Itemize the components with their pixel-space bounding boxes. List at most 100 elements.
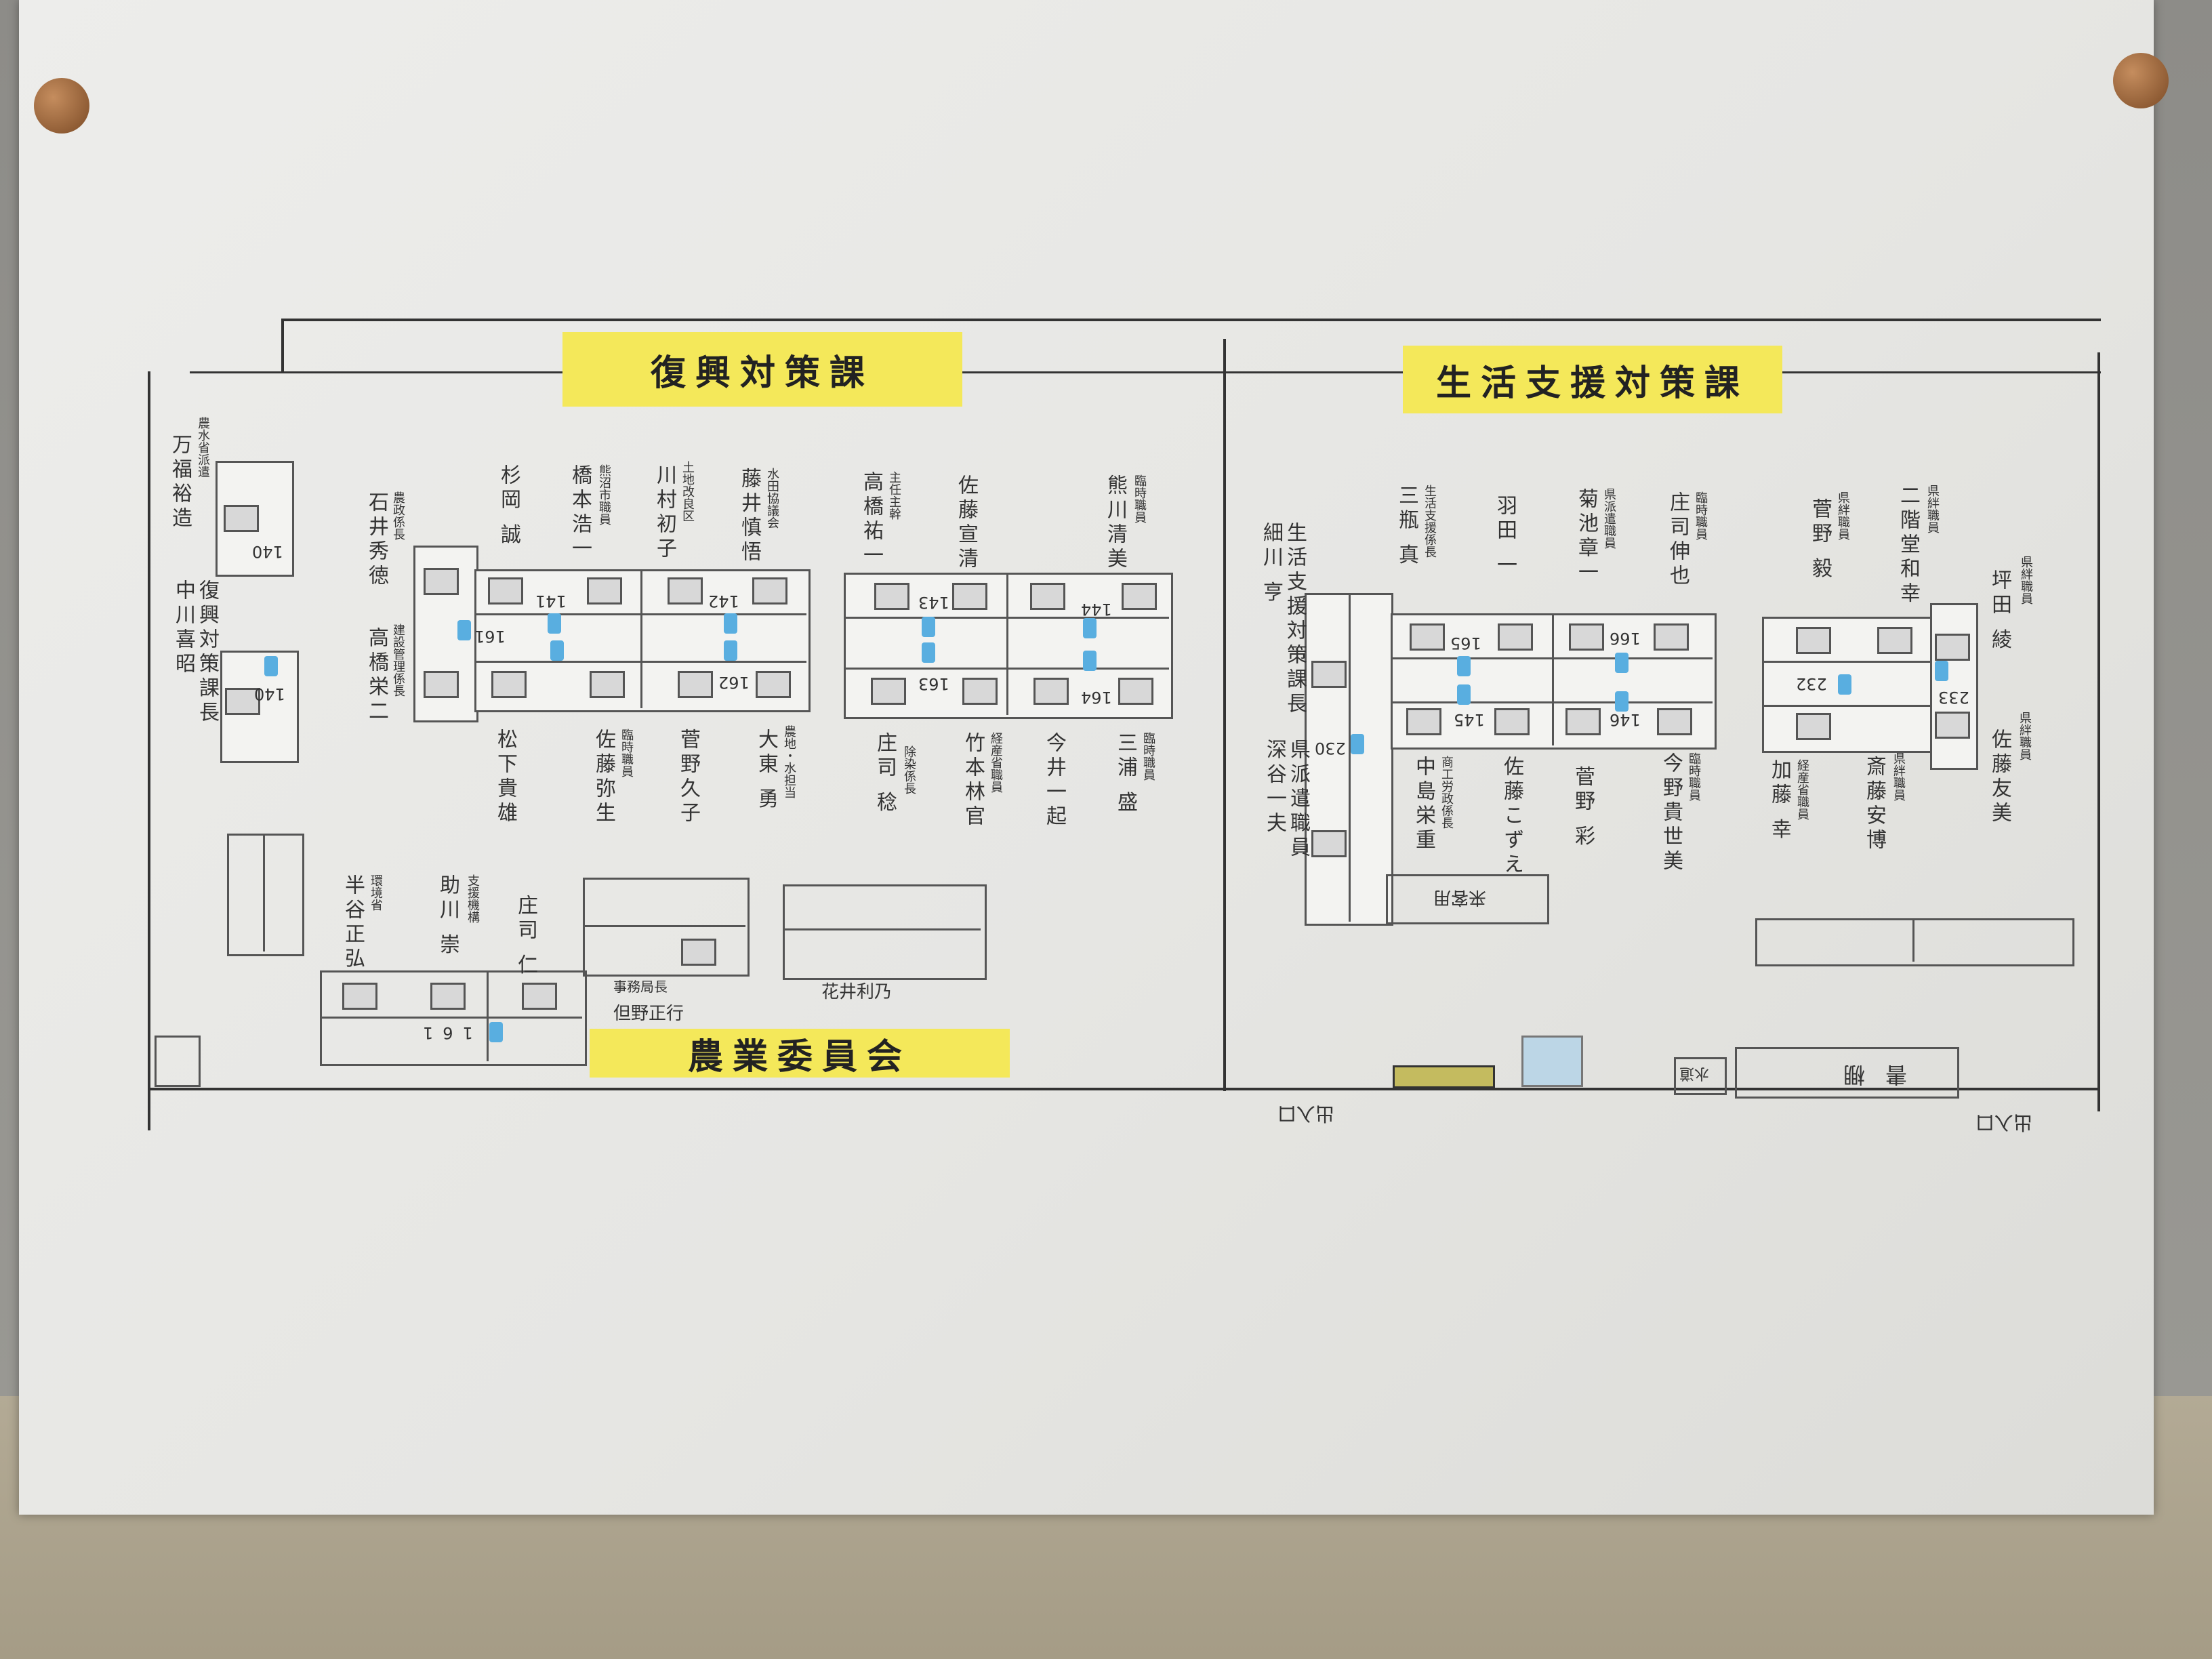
computer-icon [590,671,625,698]
cabinet-divider [1912,920,1914,962]
person-role: 生活支援係長 [1422,485,1437,558]
hanai-name: 花井利乃 [821,982,893,1002]
person-role: 復興対策課長 [195,579,219,726]
table-divider [784,928,981,930]
desk-number: 161 [474,627,506,646]
person-role: 臨時職員 [1687,752,1701,801]
person-role: 臨時職員 [619,729,634,777]
person-name: 三浦 盛 [1113,732,1137,816]
wall-line [2097,352,2100,1111]
desk-number: 163 [918,674,949,693]
person-role: 環境省 [369,874,383,911]
desk-number: 162 [718,673,750,692]
wall-line [1223,339,1226,1091]
person-name: 橋本浩一 [568,464,592,562]
phone-icon [457,620,471,640]
person-name: 佐藤弥生 [592,729,615,826]
person-role: 生活支援対策課長 [1283,522,1307,717]
computer-icon [1033,678,1069,705]
floor-plan-sheet [19,0,2154,1515]
desk-cluster [320,970,587,1066]
person-name: 半谷正弘 [341,874,365,972]
phone-icon [724,640,737,661]
desk-number: 142 [708,592,739,611]
table-divider [584,925,745,927]
person-name: 今井一起 [1042,732,1066,830]
person-name: 藤井慎悟 [737,468,761,565]
desk-unit [1930,603,1978,770]
person-role: 農政係長 [391,491,405,540]
computer-icon [1498,623,1533,651]
phone-icon [1615,653,1629,673]
phone-icon [1615,691,1629,712]
person-name: 羽田 一 [1493,495,1517,579]
computer-icon [522,983,557,1010]
computer-icon [874,583,909,610]
person-name: 三瓶 真 [1395,485,1418,569]
person-role: 農地・水担当 [782,725,796,798]
desk-number: 233 [1938,688,1969,707]
bookshelf [1735,1047,1959,1099]
department-banner-agri-committee: 農業委員会 [590,1029,1010,1078]
computer-icon [430,983,466,1010]
exit-label: 出入口 [1975,1111,2033,1134]
computer-icon [1410,623,1445,651]
computer-icon [587,577,622,605]
reception-label: 来客用 [1433,887,1487,907]
desk-divider [487,972,489,1061]
computer-icon [1494,708,1530,735]
computer-icon [1935,634,1970,661]
computer-icon [871,678,906,705]
wall-line [281,319,284,373]
computer-icon [424,671,459,698]
computer-icon [1657,708,1692,735]
person-name: 坪田 綾 [1988,569,2011,653]
desk-number: 144 [1081,600,1112,619]
computer-icon [491,671,527,698]
exit-label: 出入口 [1277,1103,1335,1125]
department-banner-life-support: 生活支援対策課 [1403,346,1782,413]
phone-icon [489,1022,503,1042]
computer-icon [1796,627,1831,654]
person-role: 農水省派遣 [196,417,210,478]
person-role: 主任主幹 [887,471,901,520]
desk-number: 230 [1315,739,1346,758]
person-name: 中川喜昭 [171,579,195,677]
computer-icon [424,568,459,595]
desk-number: 143 [918,593,949,612]
computer-icon [1935,712,1970,739]
computer-icon [678,671,713,698]
computer-icon [224,505,259,532]
computer-icon [756,671,791,698]
person-name: 助川 崇 [436,874,459,958]
phone-icon [1083,651,1097,671]
person-name: 高橋栄二 [365,627,388,724]
desk-divider [640,569,642,708]
pin-icon [34,78,89,134]
desk-divider [321,1017,582,1019]
phone-icon [548,613,561,634]
heater-unit [1521,1036,1583,1087]
phone-icon [1935,661,1948,681]
person-name: 佐藤宣清 [954,474,978,572]
person-name: 庄司 稔 [873,732,897,816]
computer-icon [1565,708,1601,735]
person-name: 斎藤安博 [1862,756,1886,853]
person-name: 万福裕造 [168,434,192,531]
computer-icon [488,577,523,605]
cabinet [1755,918,2074,966]
phone-icon [1457,656,1471,676]
phone-icon [264,656,278,676]
person-role: 臨時職員 [1141,732,1155,781]
desk-number: 141 [535,592,567,611]
person-role: 臨時職員 [1132,474,1147,523]
computer-icon [1030,583,1065,610]
person-name: 中島栄重 [1412,756,1435,853]
person-name: 佐藤こずえ [1500,756,1523,878]
desk-number: 140 [254,684,285,703]
person-name: 杉岡 誠 [497,464,520,548]
computer-icon [1311,830,1347,857]
phone-icon [550,640,564,661]
desk-number: 140 [252,542,283,561]
